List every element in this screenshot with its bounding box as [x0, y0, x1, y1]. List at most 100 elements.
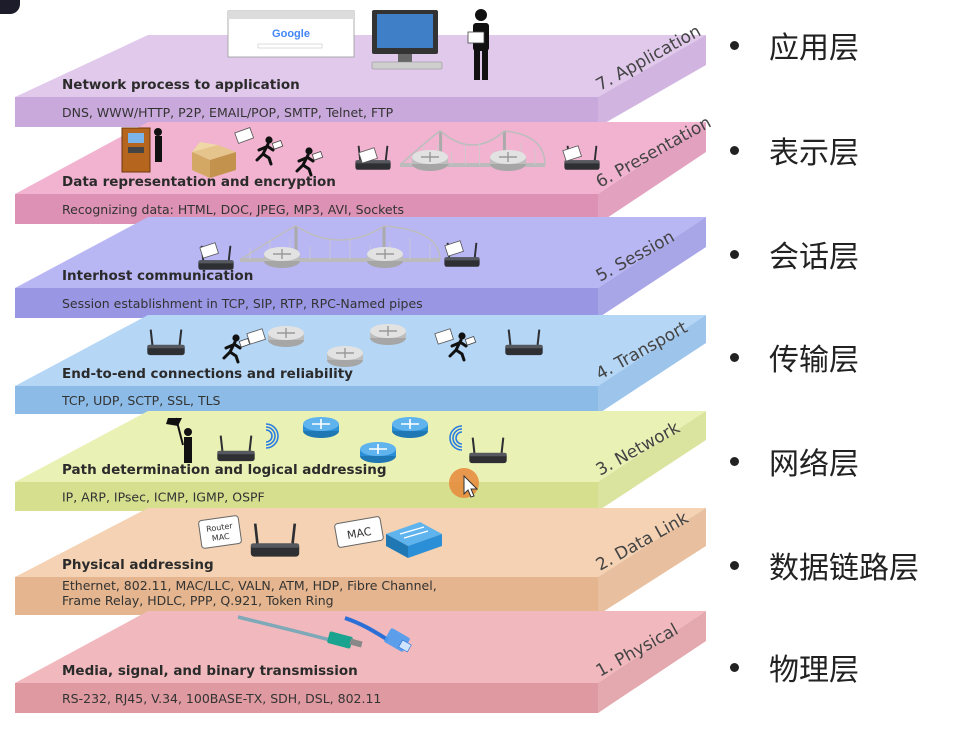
bullet-icon [730, 352, 739, 362]
open-box-icon [192, 142, 236, 178]
layer-protocols: Recognizing data: HTML, DOC, JPEG, MP3, … [62, 202, 404, 217]
router-tag-text: MAC [211, 532, 230, 543]
chinese-layer-label: 传输层 [769, 343, 859, 378]
bullet-icon [730, 662, 739, 672]
bullet-icon [730, 456, 739, 466]
layer-side-face [598, 217, 706, 318]
network-router-icon [360, 442, 396, 463]
layer-protocols: Frame Relay, HDLC, PPP, Q.921, Token Rin… [62, 593, 334, 608]
chinese-layer-session: 会话层 [730, 224, 859, 284]
window-corner [0, 0, 20, 14]
envelope-icon [434, 328, 454, 345]
layer-protocols: Session establishment in TCP, SIP, RTP, … [62, 296, 423, 311]
layer-title: End-to-end connections and reliability [62, 366, 353, 382]
layer-protocols: TCP, UDP, SCTP, SSL, TLS [61, 393, 221, 408]
mac-tag-icon: MAC [334, 516, 384, 548]
mouse-cursor-icon [463, 474, 479, 498]
network-router-icon [303, 417, 339, 438]
ethernet-cable-icon [344, 616, 412, 653]
wireless-router-icon [217, 435, 255, 462]
running-person-icon [448, 332, 477, 362]
layer-protocols: DNS, WWW/HTTP, P2P, EMAIL/POP, SMTP, Tel… [62, 105, 394, 120]
chinese-layer-label: 数据链路层 [769, 551, 919, 586]
layer-title: Media, signal, and binary transmission [62, 663, 358, 679]
bullet-icon [730, 40, 739, 50]
chinese-layer-physical: 物理层 [730, 637, 859, 697]
chinese-layer-list: 应用层表示层会话层传输层网络层数据链路层物理层 [730, 0, 956, 731]
running-person-icon [295, 147, 324, 177]
wifi-signal-icon [449, 425, 463, 451]
chinese-layer-label: 应用层 [769, 31, 859, 66]
layer-protocols: RS-232, RJ45, V.34, 100BASE-TX, SDH, DSL… [62, 691, 381, 706]
network-router-icon [264, 247, 300, 268]
network-router-icon [268, 326, 304, 347]
layer-side-face [598, 122, 706, 224]
network-router-icon [327, 346, 363, 367]
bullet-icon [730, 249, 739, 259]
chinese-layer-label: 会话层 [769, 240, 859, 275]
browser-brand: Google [272, 28, 310, 40]
signpost-person-icon [166, 417, 192, 463]
layer-network: Path determination and logical addressin… [15, 411, 706, 511]
envelope-icon [199, 242, 219, 259]
atm-machine-icon [121, 127, 162, 173]
bullet-icon [730, 560, 739, 570]
mac-tag-text: MAC [346, 525, 373, 542]
layer-transport: End-to-end connections and reliabilityTC… [15, 315, 706, 414]
layer-protocols: IP, ARP, IPsec, ICMP, IGMP, OSPF [62, 490, 265, 505]
layer-title: Interhost communication [62, 268, 253, 284]
chinese-layer-presentation: 表示层 [730, 120, 859, 180]
layer-title: Path determination and logical addressin… [62, 462, 387, 478]
chinese-layer-network: 网络层 [730, 431, 859, 491]
running-person-icon [222, 334, 251, 364]
chinese-layer-transport: 传输层 [730, 327, 859, 387]
network-router-icon [367, 247, 403, 268]
layer-front-face [15, 288, 598, 318]
layer-front-face [15, 386, 598, 414]
layer-title: Data representation and encryption [62, 174, 336, 190]
envelope-icon [358, 147, 378, 164]
layer-side-face [598, 315, 706, 414]
envelope-icon [246, 328, 266, 345]
layer-front-face [15, 683, 598, 713]
network-switch-icon [386, 522, 442, 558]
layer-physical: Media, signal, and binary transmissionRS… [15, 611, 706, 713]
envelope-icon [444, 240, 464, 257]
wireless-router-icon [505, 329, 543, 356]
person-icon [154, 128, 162, 136]
envelope-icon [562, 145, 582, 162]
browser-window-icon: Google [227, 10, 355, 58]
layer-front-face [15, 482, 598, 511]
bullet-icon [730, 145, 739, 155]
network-router-icon [412, 150, 448, 171]
layer-side-face [598, 411, 706, 511]
wireless-router-icon [250, 523, 300, 557]
wireless-router-icon [469, 437, 507, 464]
layer-title: Network process to application [62, 77, 300, 93]
envelope-icon [234, 127, 255, 144]
network-router-icon [490, 150, 526, 171]
fiber-cable-icon [237, 615, 363, 649]
network-router-icon [392, 417, 428, 438]
layer-top-face [15, 217, 706, 288]
desktop-computer-icon [371, 10, 443, 70]
person-with-envelope-icon [467, 9, 489, 80]
chinese-layer-application: 应用层 [730, 15, 859, 75]
chinese-layer-label: 物理层 [769, 653, 859, 688]
layer-front-face [15, 577, 598, 615]
layer-side-face [598, 611, 706, 713]
layer-side-face [598, 508, 706, 615]
running-person-icon [255, 136, 284, 166]
layer-top-face [15, 35, 706, 97]
wifi-signal-icon [265, 423, 279, 449]
layer-protocols: Ethernet, 802.11, MAC/LLC, VALN, ATM, HD… [62, 578, 437, 593]
chinese-layer-label: 网络层 [769, 447, 859, 482]
chinese-layer-datalink: 数据链路层 [730, 535, 919, 595]
layer-side-face [598, 35, 706, 127]
